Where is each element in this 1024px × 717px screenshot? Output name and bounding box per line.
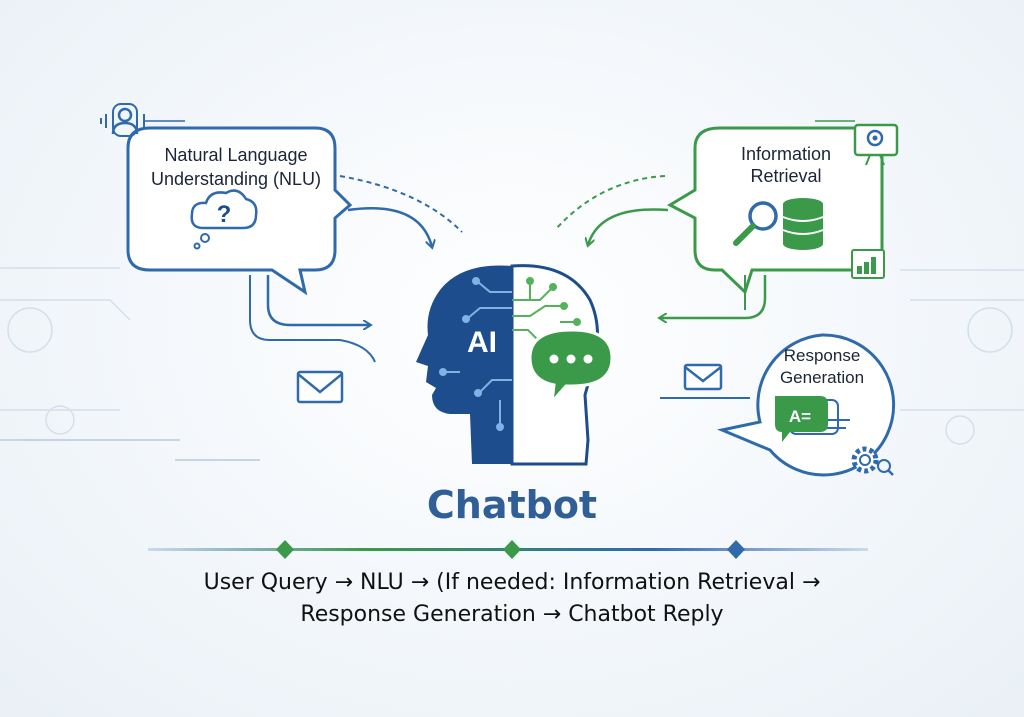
- divider-line: [148, 540, 868, 559]
- user-icon: [100, 103, 185, 137]
- answer-badge-icon: A=: [775, 396, 850, 442]
- envelope-icon-left: [296, 370, 344, 404]
- head-left-half: [416, 265, 512, 464]
- response-generation-title: Response Generation: [752, 345, 892, 389]
- info-retrieval-title-line2: Retrieval: [750, 166, 822, 186]
- bar-chart-icon: [851, 249, 885, 279]
- divider-diamond: [276, 540, 294, 559]
- monitor-icon: [815, 120, 899, 166]
- nlu-title: Natural Language Understanding (NLU): [130, 143, 342, 191]
- info-retrieval-title-line1: Information: [740, 144, 832, 164]
- chat-bubble-icon: [528, 328, 614, 407]
- nlu-title-line2: Understanding (NLU): [150, 169, 322, 189]
- response-generation-title-line1: Response: [783, 346, 861, 365]
- nlu-arrows: [0, 175, 463, 461]
- flow-caption-line2: Response Generation → Chatbot Reply: [300, 602, 724, 627]
- chatbot-title: Chatbot: [426, 483, 598, 527]
- divider-diamond: [727, 540, 745, 559]
- info-retrieval-title: Information Retrieval: [706, 143, 866, 187]
- envelope-icon-right: [683, 363, 723, 391]
- nlu-title-line1: Natural Language: [164, 145, 308, 165]
- background-circuit: [0, 267, 1024, 445]
- response-generation-title-line2: Generation: [779, 368, 865, 387]
- svg-text:?: ?: [217, 201, 232, 228]
- answer-badge-text: A=: [789, 407, 811, 426]
- info-retrieval-arrows: [554, 175, 767, 399]
- ai-head: AI: [416, 264, 614, 466]
- flow-caption-line1: User Query → NLU → (If needed: Informati…: [203, 570, 821, 595]
- question-cloud-icon: ?: [190, 189, 258, 250]
- search-database-icon: [733, 198, 824, 250]
- divider-diamond: [503, 540, 521, 559]
- gear-icon: [851, 446, 894, 476]
- ai-text: AI: [467, 326, 497, 359]
